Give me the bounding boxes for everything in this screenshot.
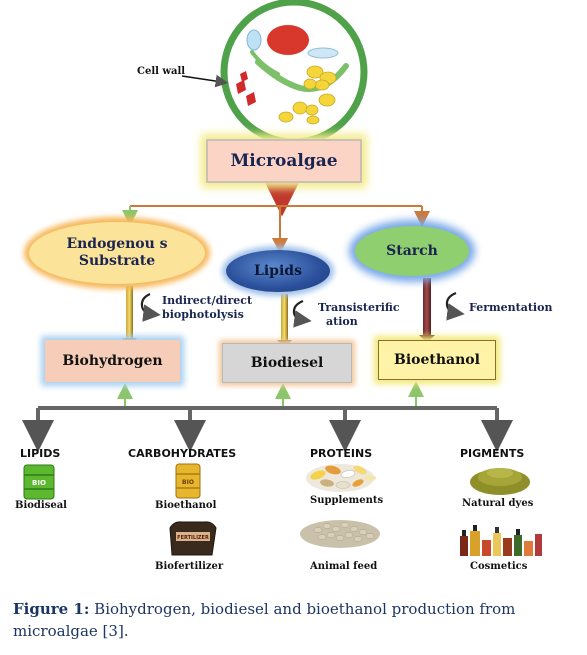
cell-wall-pointer [181,74,229,88]
mechanism-mid-line1: Transisterific [318,301,400,314]
microalgae-box: Microalgae [206,139,362,183]
rod-left [126,286,133,338]
vacuole-blue [246,29,262,51]
sack-label: FERTILIZER [177,535,209,541]
biohydrogen-box: Biohydrogen [45,340,180,382]
drum-yellow-icon: BIO [175,463,201,499]
nucleus [267,25,309,55]
cosmetics-bottles-icon [460,525,542,556]
mechanism-biophotolysis: Indirect/direct biophotolysis [162,294,252,322]
drum-green-icon: BIO [23,464,55,500]
vacuole-small [307,47,339,59]
category-pigments: PIGMENTS [460,447,525,460]
mechanism-left-line1: Indirect/direct [162,294,253,307]
up-arrows [117,381,424,406]
mechanism-left-line2: biophotolysis [162,308,244,321]
lipids-node: Lipids [226,250,330,292]
mechanism-mid-line2: ation [326,315,358,328]
caption-text: Biohydrogen, biodiesel and bioethanol pr… [13,600,516,640]
item-bioethanol: Bioethanol [155,500,217,511]
category-carbohydrates: CARBOHYDRATES [128,447,237,460]
red-body-2 [246,92,256,106]
item-supplements: Supplements [310,495,384,506]
natural-dye-powder-icon [470,468,530,495]
supplements-pills-icon [306,464,376,492]
item-cosmetics: Cosmetics [470,561,528,572]
drum-green-label: BIO [32,479,46,487]
cell-illustration [181,0,368,146]
red-body-3 [240,71,248,82]
starch-node: Starch [355,226,469,276]
biodiesel-box: Biodiesel [222,343,352,383]
cell-wall-label: Cell wall [137,66,186,77]
item-biodiseal: Biodiseal [15,500,67,511]
chloroplast-strand-2 [250,50,280,76]
process-arrows [140,291,465,328]
item-natural-dyes: Natural dyes [462,498,534,509]
distribution-bar [22,406,513,452]
branch-connector [122,205,430,254]
item-biofertilizer: Biofertilizer [155,561,224,572]
bioethanol-box: Bioethanol [378,340,496,380]
rod-right [423,278,431,335]
category-lipids: LIPIDS [20,447,61,460]
drum-yellow-label: BIO [182,479,194,486]
caption-label: Figure 1: [13,600,90,618]
mechanism-fermentation: Fermentation [469,301,553,314]
mechanism-transesterification: Transisterific ation [318,301,400,329]
rod-mid [281,294,288,340]
animal-feed-pellets-icon [300,520,380,548]
fertilizer-sack-icon: FERTILIZER [169,521,217,556]
red-body-1 [236,80,246,94]
category-proteins: PROTEINS [310,447,373,460]
item-animal-feed: Animal feed [310,561,378,572]
endogenous-substrate-node: Endogenou s Substrate [29,222,205,284]
starch-granules [278,65,337,125]
figure-caption: Figure 1: Biohydrogen, biodiesel and bio… [13,598,583,642]
